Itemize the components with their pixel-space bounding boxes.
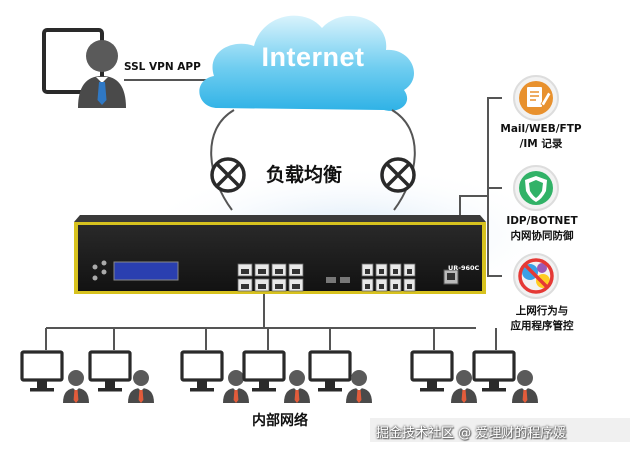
ethernet-port-socket [379,284,384,289]
ethernet-port-socket [393,284,398,289]
ethernet-port-socket [393,269,398,274]
watermark-backdrop [370,418,630,442]
console-port [443,269,459,285]
watermark-text: 掘金技术社区 @ 爱理财的程序媛 [376,426,567,441]
ethernet-port-socket [275,269,283,274]
behavior-control-line2: 应用程序管控 [510,320,574,332]
prohibited-apps-icon [513,253,559,299]
lan-workstation [88,350,154,403]
router-device [74,215,486,294]
internet-cloud-label: Internet [261,42,365,72]
right-balance-switch-icon [380,157,416,193]
ethernet-ports-wan [361,263,416,292]
ssl-vpn-label: SSL VPN APP [124,61,201,73]
lan-workstation [472,350,538,403]
ethernet-port-socket [241,284,249,289]
mail-record-line1: Mail/WEB/FTP [500,123,582,135]
behavior-control-label: 上网行为与 应用程序管控 [478,304,606,334]
ethernet-port-socket [258,284,266,289]
ethernet-port-socket [379,269,384,274]
ethernet-port-socket [241,269,249,274]
device-small-ports [326,277,350,283]
device-lcd-screen [113,261,179,281]
right-uplink-arc [391,109,416,211]
mail-record-line2: /IM 记录 [519,138,563,150]
lan-tree-lines [45,294,497,350]
idp-defense-line1: IDP/BOTNET [506,215,578,227]
ethernet-port-socket [365,284,370,289]
idp-defense-label: IDP/BOTNET 内网协同防御 [478,214,606,244]
document-pen-icon [513,75,559,121]
lan-workstation [20,350,89,403]
ethernet-ports-main [237,263,304,292]
left-balance-switch-icon [210,157,246,193]
feature-bracket [459,97,502,277]
ethernet-port-socket [407,269,412,274]
ethernet-port-socket [275,284,283,289]
lan-workstation [308,350,372,403]
lan-workstation [242,350,310,403]
device-model-label: UR-960C [448,264,480,272]
shield-icon [513,165,559,211]
ethernet-port-socket [407,284,412,289]
lan-workstation [410,350,477,403]
mail-record-label: Mail/WEB/FTP /IM 记录 [476,122,606,152]
ethernet-port-socket [292,284,300,289]
ethernet-port-socket [258,269,266,274]
behavior-control-line1: 上网行为与 [515,305,569,317]
lan-label: 内部网络 [252,413,308,429]
internet-cloud [199,15,415,111]
idp-defense-line2: 内网协同防御 [510,230,574,242]
ethernet-port-socket [292,269,300,274]
load-balance-label: 负载均衡 [266,164,343,186]
left-uplink-arc [210,109,235,211]
remote-user-icon [78,40,126,108]
device-control-buttons [92,260,107,281]
ethernet-port-socket [365,269,370,274]
lan-workstation [180,350,249,403]
